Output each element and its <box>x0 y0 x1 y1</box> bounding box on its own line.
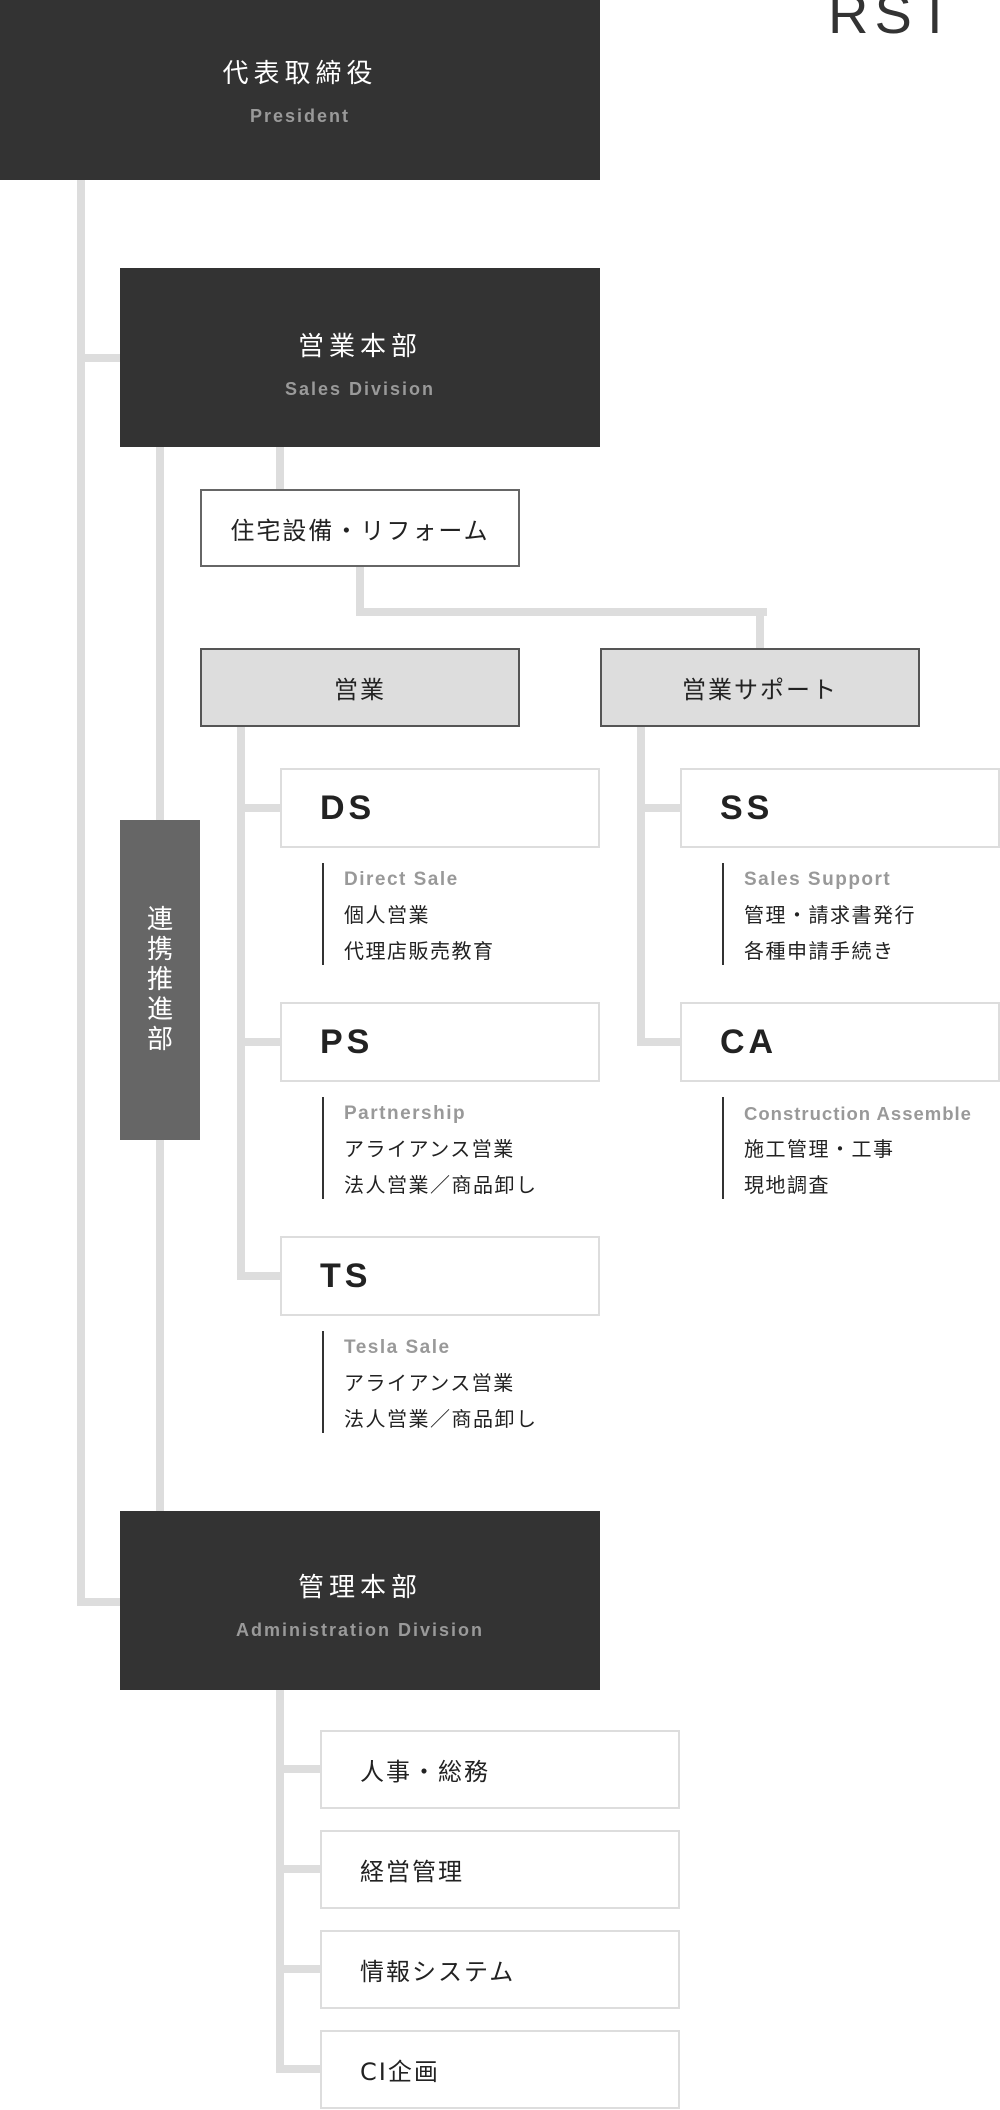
admin-division-box: 管理本部 Administration Division <box>120 1511 600 1690</box>
liaison-char: 携 <box>146 935 173 965</box>
unit-ca-box: CA <box>680 1002 1000 1082</box>
connector-to-admin-unit-4 <box>276 2065 321 2073</box>
unit-ds-code: DS <box>320 788 376 827</box>
unit-ss-line: 各種申請手続き <box>744 939 895 963</box>
admin-division-title-en: Administration Division <box>235 1620 485 1640</box>
admin-unit-information-systems: 情報システム <box>320 1930 680 2009</box>
unit-ts-line: 法人営業／商品卸し <box>344 1407 538 1431</box>
admin-unit-management: 経営管理 <box>320 1830 680 1909</box>
unit-ss-en: Sales Support <box>744 869 892 890</box>
unit-ca-description: Construction Assemble 施工管理・工事 現地調査 <box>722 1097 1000 1199</box>
housing-reform-box: 住宅設備・リフォーム <box>200 489 520 567</box>
admin-unit-ci-planning: CI企画 <box>320 2030 680 2109</box>
liaison-char: 推 <box>146 965 173 995</box>
unit-ds-line: 個人営業 <box>344 903 430 927</box>
connector-horizontal-branch <box>356 608 767 616</box>
liaison-department-box: 連 携 推 進 部 <box>120 820 200 1140</box>
sales-box: 営業 <box>200 648 520 727</box>
connector-to-ds <box>237 804 281 812</box>
unit-ds-en: Direct Sale <box>344 869 459 890</box>
unit-ds-line: 代理店販売教育 <box>344 939 495 963</box>
unit-ca-en: Construction Assemble <box>744 1103 972 1124</box>
connector-housing-down <box>356 567 364 613</box>
unit-ts-description: Tesla Sale アライアンス営業 法人営業／商品卸し <box>322 1331 622 1433</box>
connector-to-admin-unit-1 <box>276 1765 321 1773</box>
unit-ss-code: SS <box>720 788 774 827</box>
connector-sales-vertical <box>237 727 245 1280</box>
unit-ds-description: Direct Sale 個人営業 代理店販売教育 <box>322 863 622 965</box>
connector-to-admin-unit-2 <box>276 1865 321 1873</box>
connector-to-sales-division <box>77 354 120 362</box>
housing-reform-label: 住宅設備・リフォーム <box>230 516 490 545</box>
rst-logo: RST <box>828 0 958 45</box>
liaison-char: 連 <box>146 905 173 935</box>
president-title-jp: 代表取締役 <box>222 59 378 89</box>
connector-to-housing <box>276 447 284 489</box>
admin-unit-label: 経営管理 <box>360 1858 464 1886</box>
connector-support-vertical <box>637 727 645 1046</box>
unit-ps-en: Partnership <box>344 1103 467 1124</box>
unit-ts-code: TS <box>320 1256 372 1295</box>
unit-ps-box: PS <box>280 1002 600 1082</box>
admin-unit-label: CI企画 <box>360 2058 440 2086</box>
unit-ps-line: アライアンス営業 <box>344 1137 515 1161</box>
liaison-char: 進 <box>146 995 173 1025</box>
connector-to-ca <box>637 1038 681 1046</box>
unit-ss-box: SS <box>680 768 1000 848</box>
unit-ps-description: Partnership アライアンス営業 法人営業／商品卸し <box>322 1097 622 1199</box>
president-box: 代表取締役 President <box>0 0 600 180</box>
unit-ca-code: CA <box>720 1022 778 1061</box>
connector-main-vertical <box>77 180 85 1606</box>
president-title-en: President <box>249 106 351 126</box>
connector-to-ps <box>237 1038 281 1046</box>
unit-ps-line: 法人営業／商品卸し <box>344 1173 538 1197</box>
sales-division-title-jp: 営業本部 <box>297 332 422 362</box>
connector-to-ss <box>637 804 681 812</box>
unit-ca-line: 施工管理・工事 <box>744 1137 895 1161</box>
sales-division-box: 営業本部 Sales Division <box>120 268 600 447</box>
liaison-char: 部 <box>146 1025 173 1055</box>
admin-unit-hr-general: 人事・総務 <box>320 1730 680 1809</box>
connector-to-ts <box>237 1272 281 1280</box>
unit-ps-code: PS <box>320 1022 374 1061</box>
connector-to-sales-support <box>756 608 764 648</box>
unit-ds-box: DS <box>280 768 600 848</box>
sales-label: 営業 <box>334 676 386 704</box>
unit-ts-box: TS <box>280 1236 600 1316</box>
connector-admin-vertical <box>276 1690 284 2072</box>
unit-ts-en: Tesla Sale <box>344 1337 451 1358</box>
admin-unit-label: 情報システム <box>360 1958 516 1986</box>
connector-to-admin-unit-3 <box>276 1965 321 1973</box>
unit-ca-line: 現地調査 <box>744 1173 830 1197</box>
sales-support-box: 営業サポート <box>600 648 920 727</box>
connector-to-admin-division <box>77 1598 120 1606</box>
unit-ts-line: アライアンス営業 <box>344 1371 515 1395</box>
unit-ss-line: 管理・請求書発行 <box>744 903 916 927</box>
sales-division-title-en: Sales Division <box>284 379 436 399</box>
unit-ss-description: Sales Support 管理・請求書発行 各種申請手続き <box>722 863 1000 965</box>
admin-division-title-jp: 管理本部 <box>297 1573 422 1603</box>
admin-unit-label: 人事・総務 <box>360 1758 490 1786</box>
sales-support-label: 営業サポート <box>682 676 838 704</box>
